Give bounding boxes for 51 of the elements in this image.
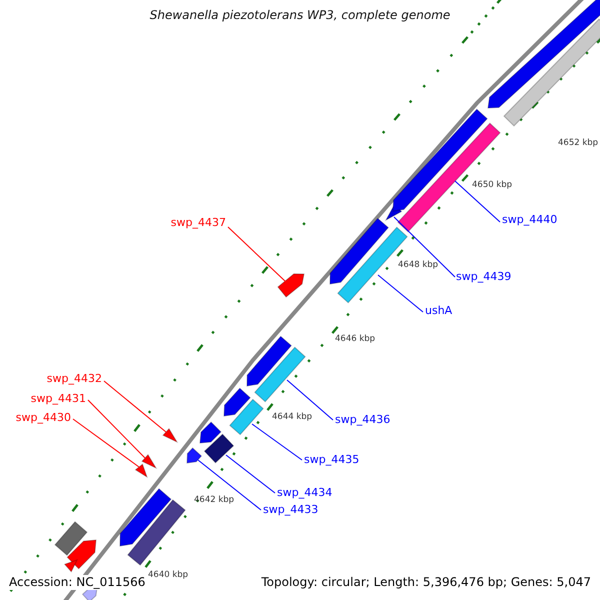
tick-label: 4644 kbp [272,412,312,422]
gene-label: swp_4440 [502,213,558,226]
leader-line [226,454,276,494]
gene-feature [134,463,148,478]
leader-line [72,418,140,468]
gene-feature [254,346,306,402]
gene-feature [204,434,234,464]
tick-label: 4652 kbp [558,138,598,148]
genome-summary: Topology: circular; Length: 5,396,476 bp; Genes: 5,047 [260,575,592,590]
leader-line [198,460,262,510]
gene-label: swp_4436 [335,413,390,426]
gene-feature [120,488,172,547]
gene-feature [64,559,78,573]
tick-label: 4650 kbp [472,180,512,190]
gene-label: swp_4430 [16,411,71,424]
tick-label: 4646 kbp [335,334,376,344]
gene-feature [223,388,251,417]
tick-label: 4642 kbp [194,495,234,505]
gene-label: ushA [425,304,452,317]
gene-feature [66,539,97,570]
gene-label: swp_4439 [456,270,512,283]
gene-feature [141,454,158,470]
gene-feature [127,499,186,566]
gene-feature [487,0,600,109]
leader-line [252,424,302,460]
gene-feature [54,521,88,556]
gene-label: swp_4432 [46,372,102,385]
tick-label: 4640 kbp [148,570,188,580]
leader-line [394,216,456,278]
leader-line [88,400,146,458]
gene-feature [162,428,178,444]
accession-text: Accession: NC_011566 [8,575,146,590]
gene-label: swp_4433 [263,503,318,516]
gene-label: swp_4437 [170,216,226,229]
gene-feature [246,336,292,387]
title: Shewanella piezotolerans WP3, complete genome [148,8,452,22]
gene-feature [503,18,600,127]
gene-label: swp_4431 [30,392,86,405]
gene-label: swp_4434 [277,486,332,499]
gene-feature [199,421,222,444]
gene-feature [329,218,389,285]
gene-label: swp_4435 [304,453,360,466]
leader-line [378,274,424,312]
leader-line [454,180,500,222]
tick-label: 4648 kbp [398,260,438,270]
gene-feature [277,273,305,298]
gene-feature [229,398,264,436]
leader-line [286,380,334,420]
gene-feature [82,587,98,600]
leader-line [104,380,166,432]
leader-line [228,226,286,282]
